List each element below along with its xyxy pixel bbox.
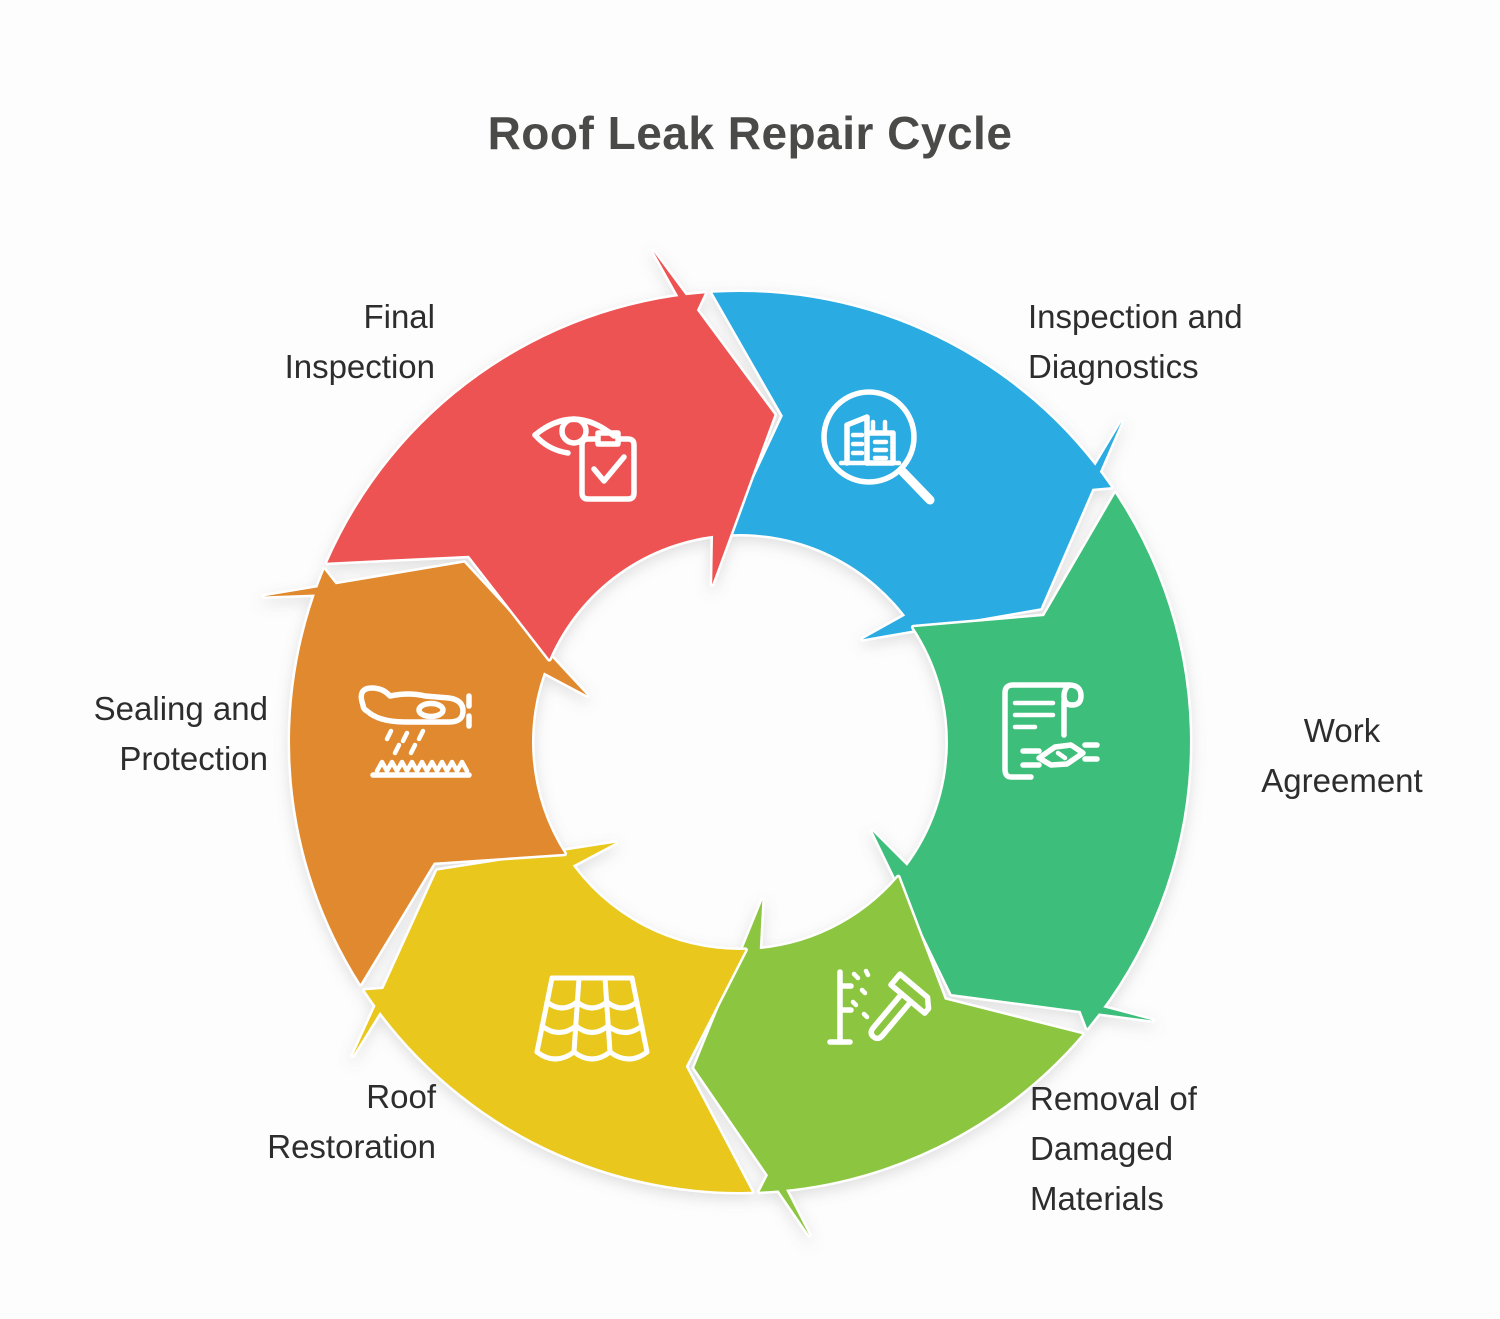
step-label-line: Restoration (267, 1128, 436, 1165)
step-label-line: Removal of (1030, 1080, 1197, 1117)
step-label-sealing-and-protection: Sealing and Protection (94, 684, 268, 784)
step-label-final-inspection: Final Inspection (285, 292, 435, 392)
cycle-segments (261, 249, 1193, 1238)
step-label-inspection-and-diagnostics: Inspection and Diagnostics (1028, 292, 1243, 392)
step-label-roof-restoration: Roof Restoration (267, 1072, 436, 1172)
step-label-line: Materials (1030, 1180, 1164, 1217)
step-label-line: Protection (119, 740, 268, 777)
page-title: Roof Leak Repair Cycle (487, 107, 1013, 159)
step-label-line: Sealing and (93, 690, 268, 727)
cycle-segment-4 (350, 840, 755, 1195)
cycle-segment-1 (710, 289, 1124, 642)
step-label-line: Work (1303, 712, 1381, 749)
step-label-work-agreement: Work Agreement (1192, 706, 1492, 806)
cycle-segment-6 (324, 249, 777, 662)
step-label-line: Final (363, 298, 435, 335)
step-label-line: Agreement (1261, 762, 1423, 799)
step-label-line: Roof (366, 1078, 436, 1115)
step-label-line: Inspection (284, 348, 435, 385)
cycle-segment-2 (870, 491, 1193, 1031)
step-label-line: Damaged (1030, 1130, 1174, 1167)
cycle-segment-3 (691, 874, 1085, 1238)
step-label-removal-of-damaged-materials: Removal of Damaged Materials (1030, 1074, 1197, 1224)
step-label-line: Diagnostics (1028, 348, 1199, 385)
step-label-line: Inspection and (1028, 298, 1243, 335)
